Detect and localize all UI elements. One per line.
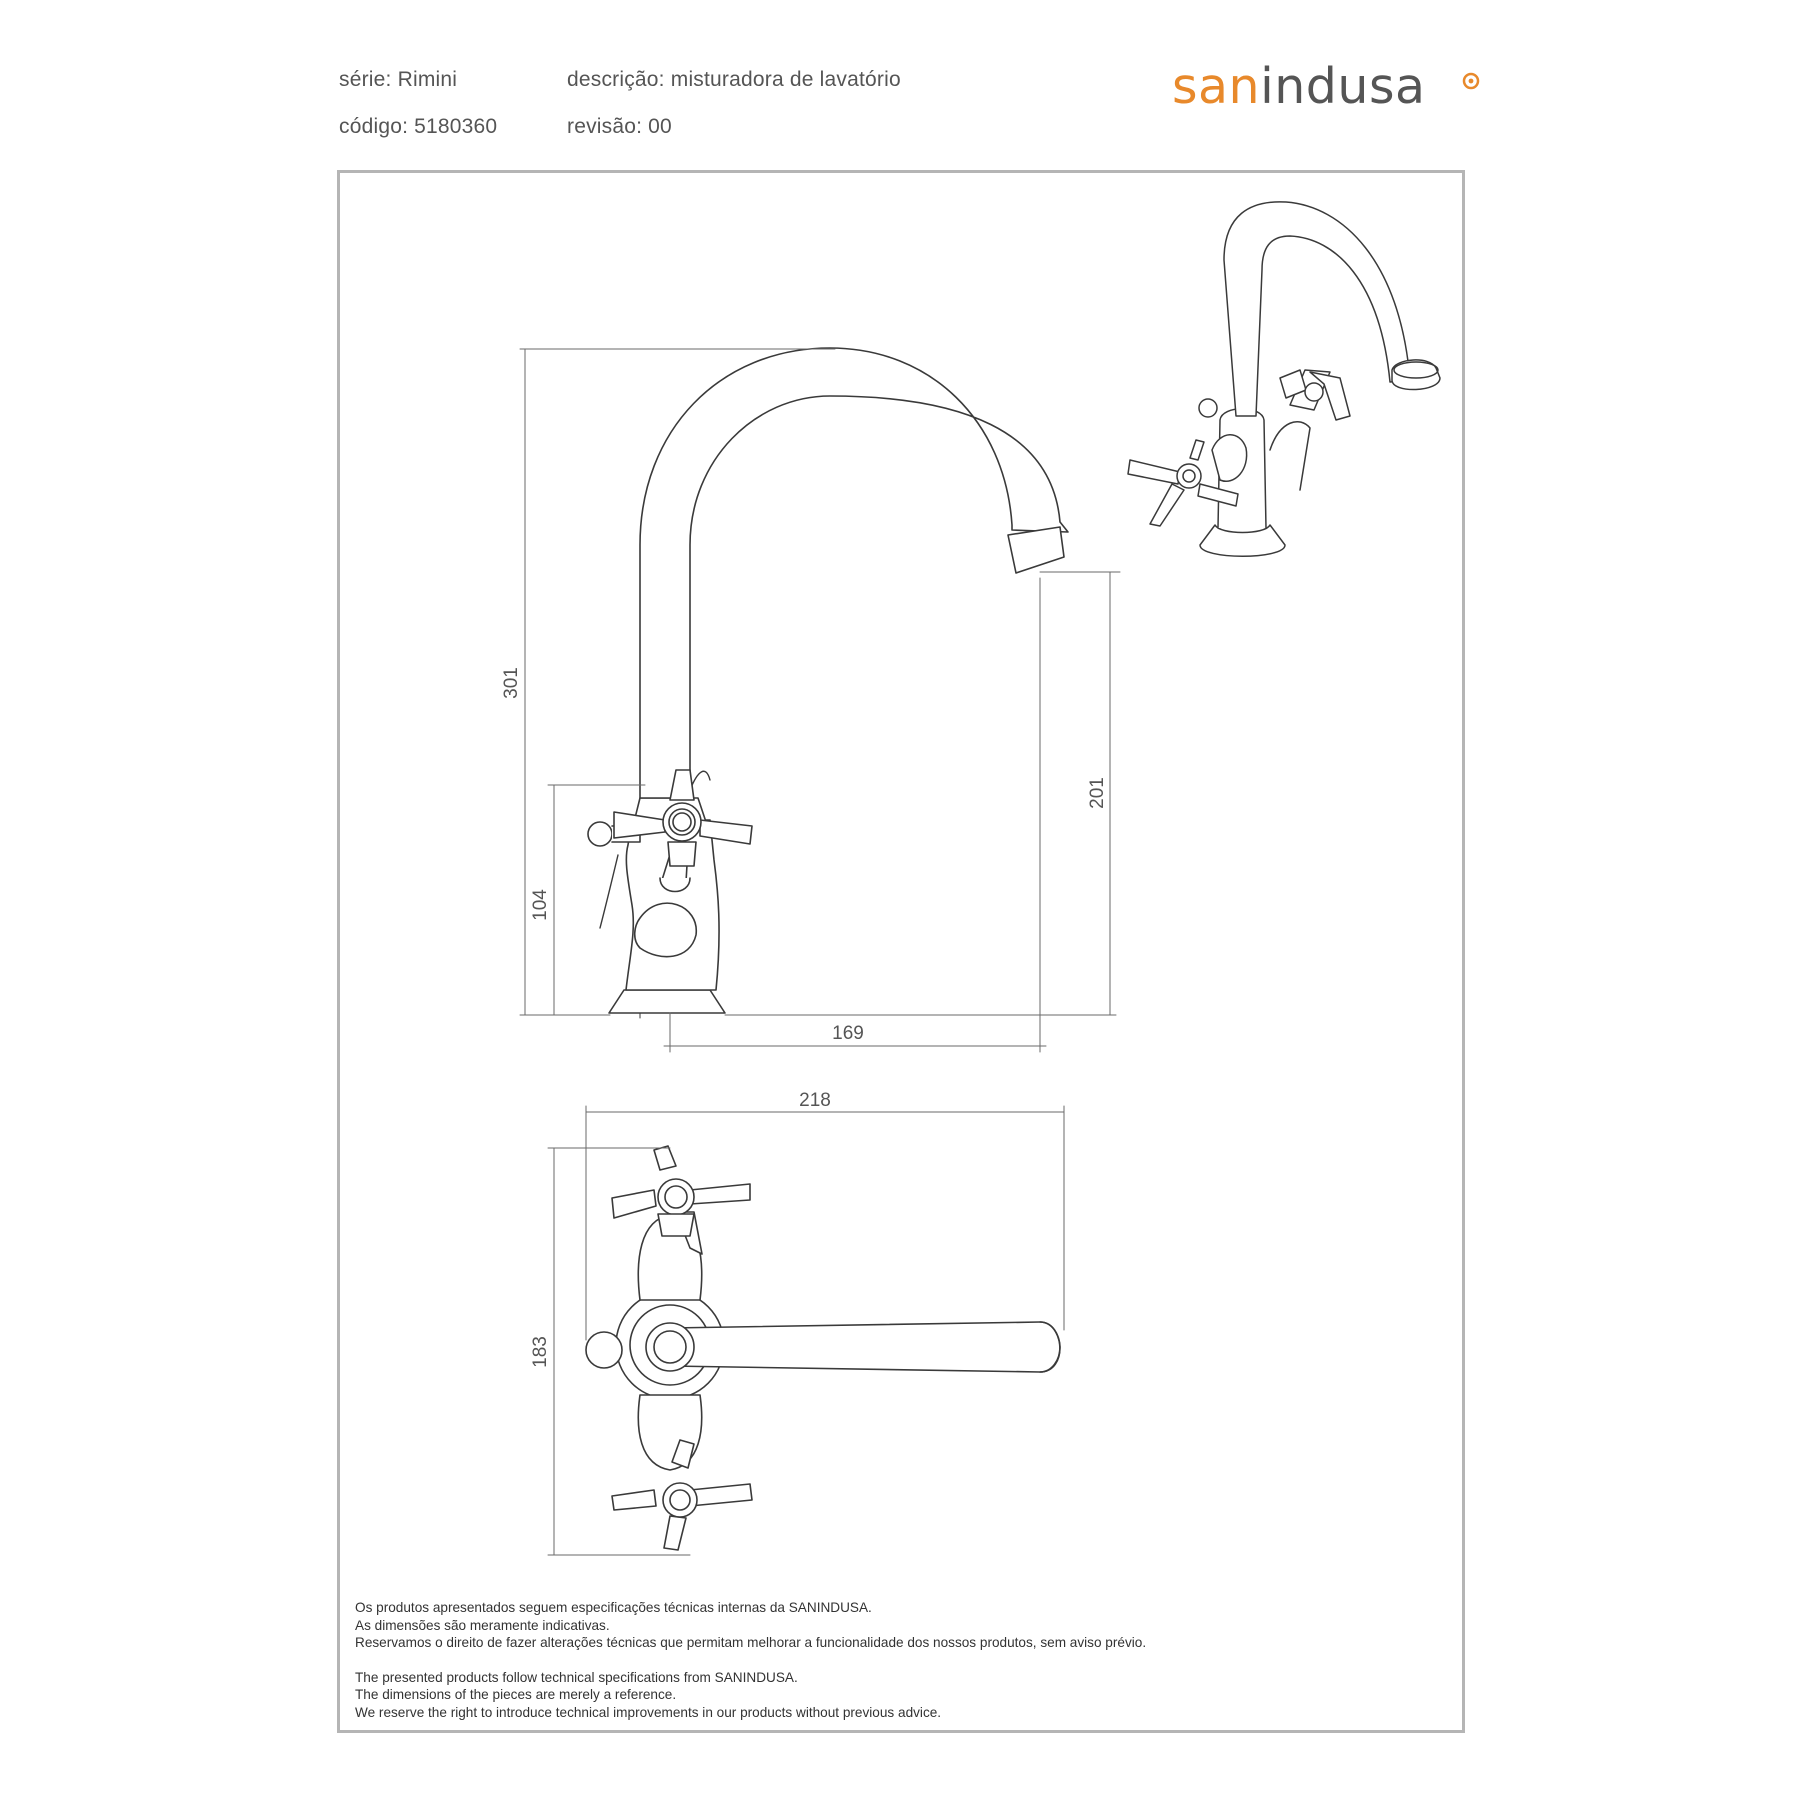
descricao-label: descrição: misturadora de lavatório	[567, 68, 901, 91]
dim-spout-reach: 169	[832, 1023, 864, 1044]
dim-body-height: 104	[530, 889, 551, 921]
serie-label: série: Rimini	[339, 68, 458, 91]
note-en-1: The presented products follow technical …	[355, 1669, 798, 1685]
note-pt-1: Os produtos apresentados seguem especifi…	[355, 1600, 872, 1615]
logo-part-indusa: indusa	[1260, 58, 1426, 115]
plan-view	[585, 1145, 1061, 1551]
note-pt-3: Reservamos o direito de fazer alterações…	[355, 1635, 1147, 1651]
revisao-label: revisão: 00	[567, 115, 672, 138]
sanindusa-logo: sanindusa	[1172, 58, 1426, 115]
note-en-3: We reserve the right to introduce techni…	[355, 1704, 942, 1720]
logo-part-san: san	[1172, 58, 1261, 115]
drawing-frame	[337, 170, 1465, 1733]
logo-mark-icon	[1462, 72, 1480, 90]
dimension-lines	[519, 348, 1121, 1556]
dim-total-depth: 183	[530, 1336, 551, 1368]
codigo-label: código: 5180360	[339, 115, 498, 138]
isometric-view	[1127, 201, 1441, 557]
dim-total-width: 218	[799, 1090, 831, 1111]
note-en-2: The dimensions of the pieces are merely …	[355, 1687, 677, 1703]
front-elevation-view	[587, 347, 1069, 1019]
disclaimer-notes: Os produtos apresentados seguem especifi…	[355, 1599, 1146, 1722]
dim-total-height: 301	[501, 667, 522, 699]
note-pt-2: As dimensões são meramente indicativas.	[355, 1617, 610, 1633]
dim-spout-height: 201	[1087, 777, 1108, 809]
